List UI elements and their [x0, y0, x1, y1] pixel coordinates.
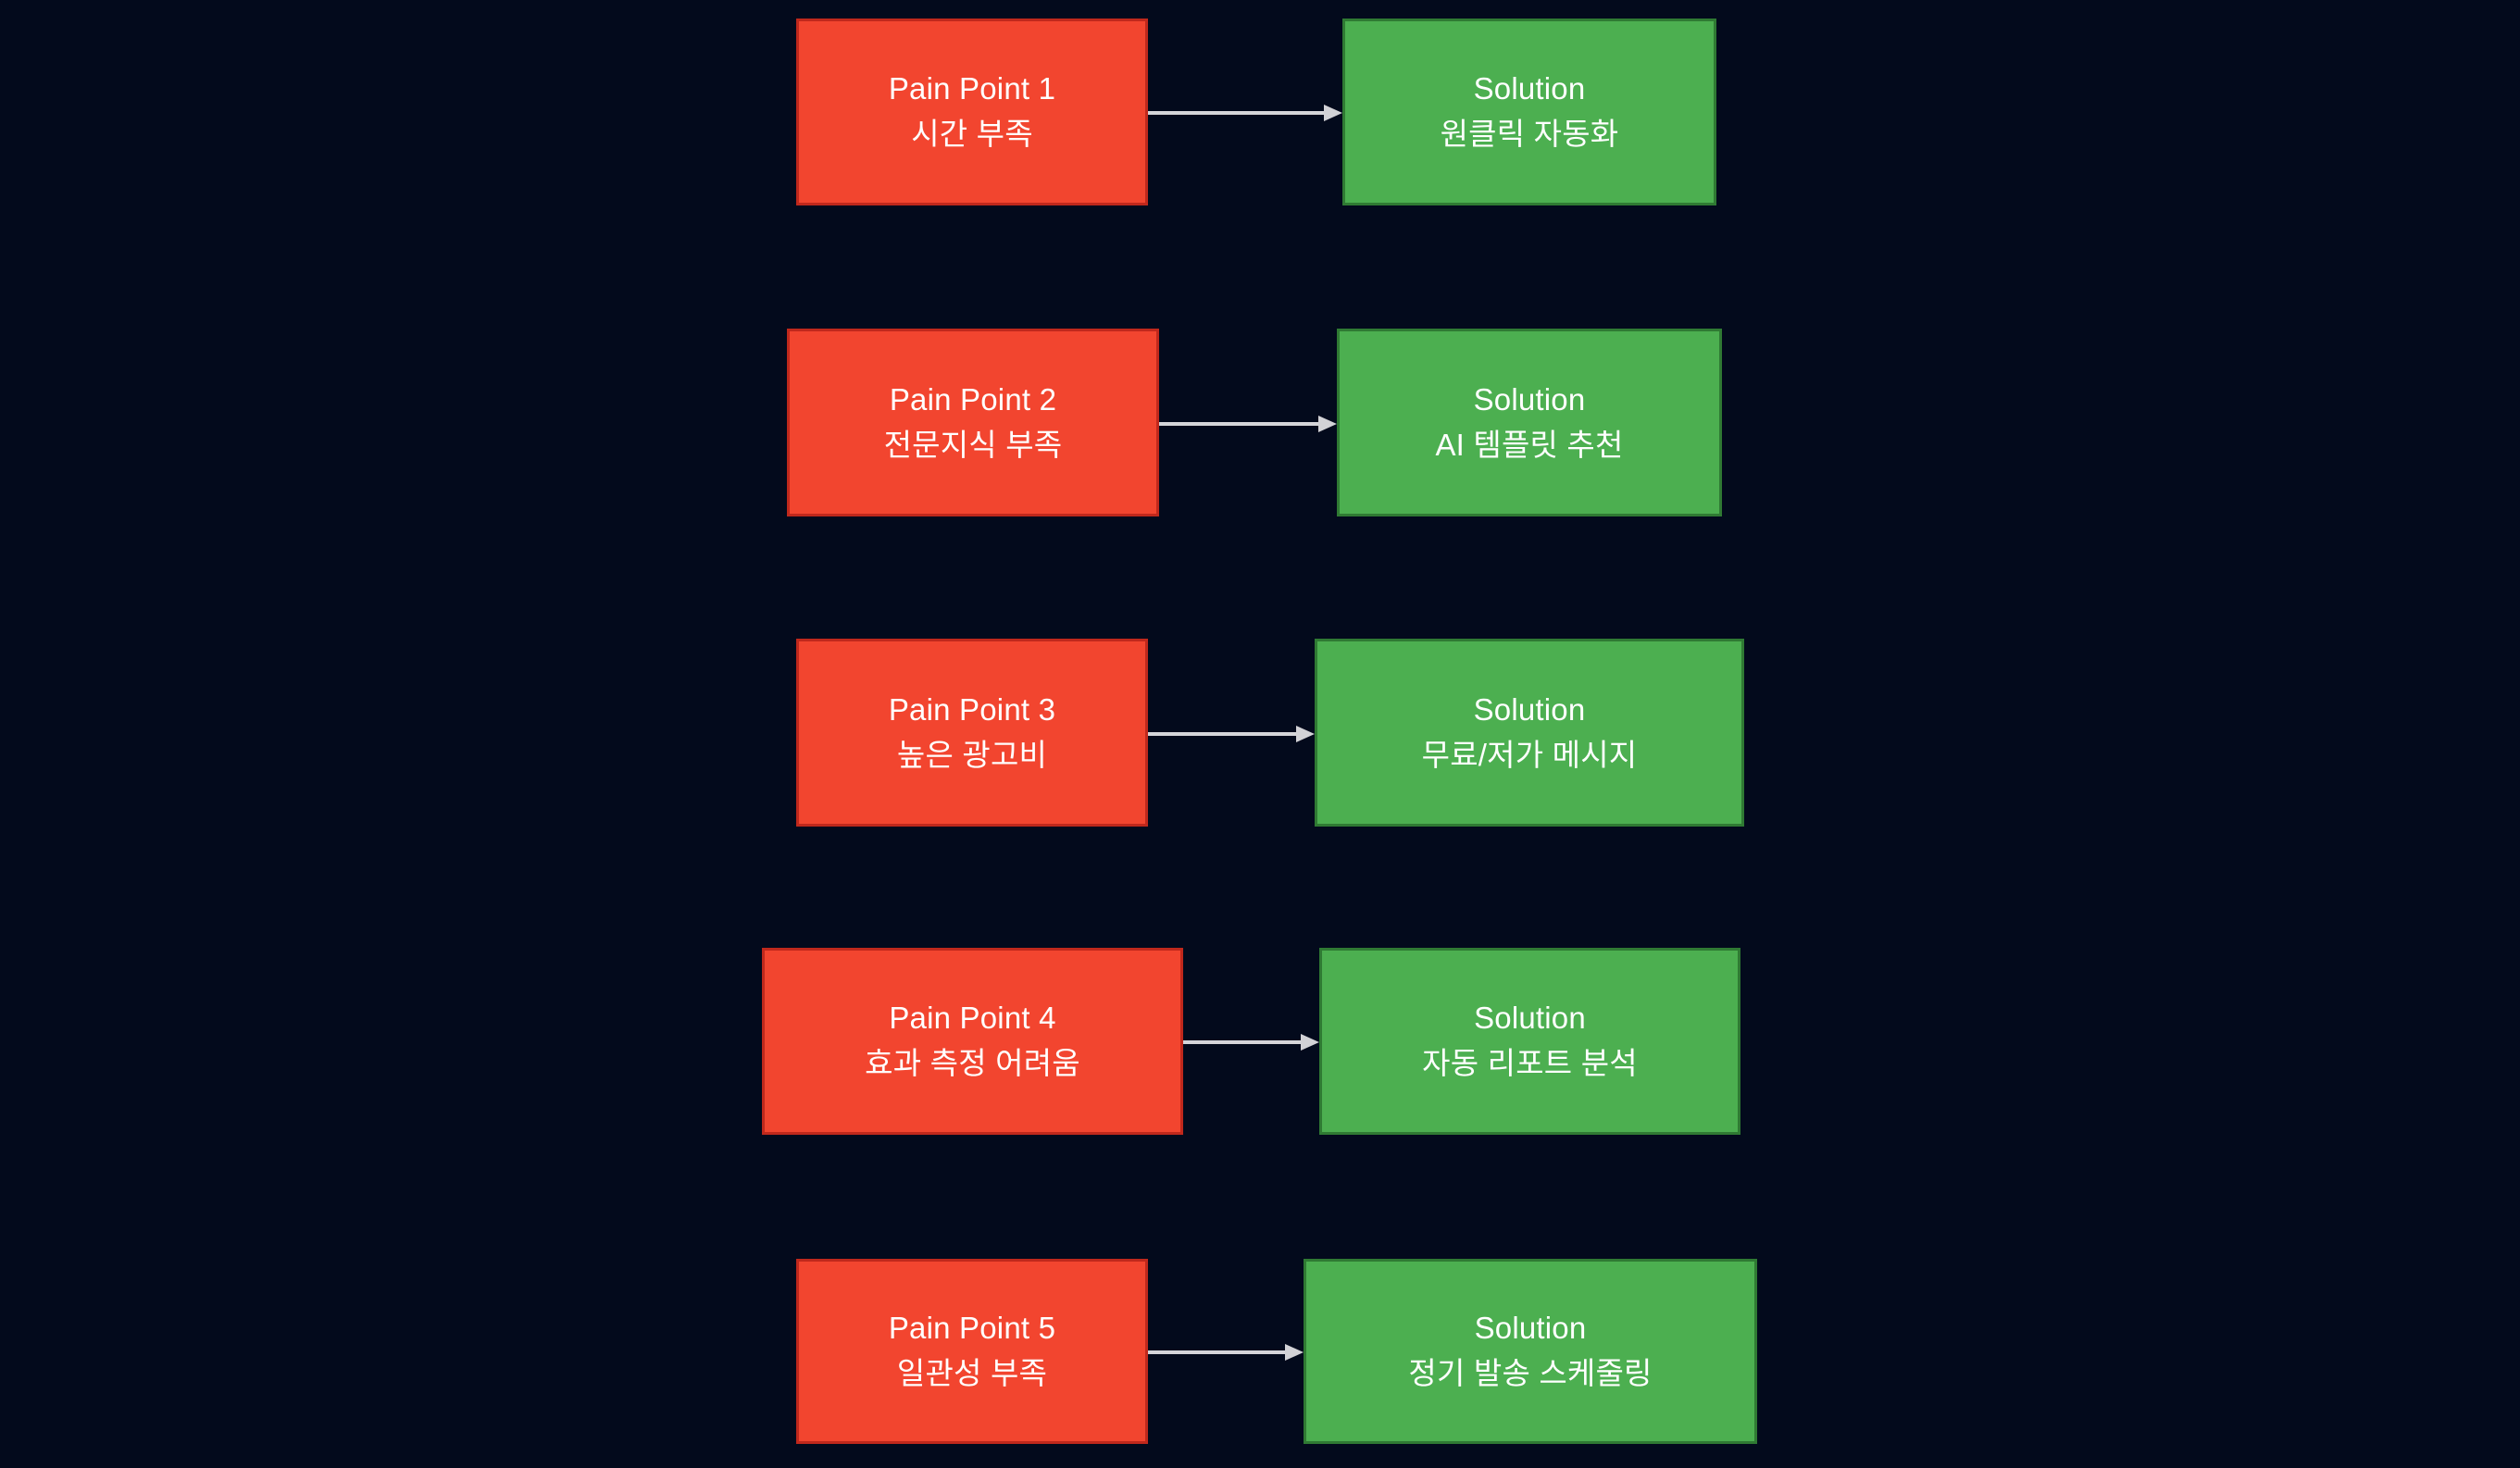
flow-arrow-4 — [1183, 1034, 1319, 1051]
pain-point-node-2[interactable]: Pain Point 2 전문지식 부족 — [787, 329, 1159, 516]
pain-point-title: Pain Point 2 — [889, 381, 1057, 417]
flow-row: Pain Point 5 일관성 부족 Solution 정기 발송 스케줄링 — [0, 1259, 2520, 1444]
pain-point-node-1[interactable]: Pain Point 1 시간 부족 — [796, 19, 1148, 205]
pain-point-title: Pain Point 3 — [888, 691, 1056, 727]
solution-subtitle: 무료/저가 메시지 — [1421, 737, 1638, 772]
pain-point-subtitle: 시간 부족 — [911, 117, 1033, 151]
solution-node-5[interactable]: Solution 정기 발송 스케줄링 — [1304, 1259, 1757, 1444]
flow-row: Pain Point 3 높은 광고비 Solution 무료/저가 메시지 — [0, 639, 2520, 827]
solution-subtitle: 정기 발송 스케줄링 — [1408, 1356, 1653, 1390]
pain-point-subtitle: 높은 광고비 — [896, 737, 1048, 772]
solution-title: Solution — [1473, 71, 1586, 106]
pain-point-node-4[interactable]: Pain Point 4 효과 측정 어려움 — [762, 948, 1183, 1135]
solution-subtitle: AI 템플릿 추천 — [1435, 427, 1624, 462]
pain-point-subtitle: 일관성 부족 — [896, 1356, 1048, 1390]
solution-subtitle: 자동 리포트 분석 — [1422, 1046, 1638, 1080]
flow-row: Pain Point 1 시간 부족 Solution 원클릭 자동화 — [0, 19, 2520, 205]
solution-node-1[interactable]: Solution 원클릭 자동화 — [1342, 19, 1716, 205]
pain-point-node-5[interactable]: Pain Point 5 일관성 부족 — [796, 1259, 1148, 1444]
flow-arrow-1 — [1148, 105, 1342, 121]
pain-point-title: Pain Point 4 — [889, 1001, 1056, 1036]
solution-node-3[interactable]: Solution 무료/저가 메시지 — [1315, 639, 1744, 827]
flow-arrow-2 — [1159, 416, 1337, 432]
flow-row: Pain Point 2 전문지식 부족 Solution AI 템플릿 추천 — [0, 329, 2520, 516]
pain-point-title: Pain Point 1 — [888, 71, 1056, 106]
flow-arrow-5 — [1148, 1344, 1304, 1361]
pain-point-subtitle: 전문지식 부족 — [883, 427, 1063, 462]
solution-subtitle: 원클릭 자동화 — [1440, 117, 1619, 151]
pain-point-subtitle: 효과 측정 어려움 — [865, 1046, 1080, 1080]
solution-node-2[interactable]: Solution AI 템플릿 추천 — [1337, 329, 1722, 516]
solution-node-4[interactable]: Solution 자동 리포트 분석 — [1319, 948, 1740, 1135]
flow-arrow-3 — [1148, 726, 1315, 742]
solution-title: Solution — [1474, 1311, 1587, 1346]
solution-title: Solution — [1474, 1001, 1586, 1036]
solution-title: Solution — [1473, 381, 1586, 417]
pain-point-node-3[interactable]: Pain Point 3 높은 광고비 — [796, 639, 1148, 827]
solution-title: Solution — [1473, 691, 1586, 727]
flow-row: Pain Point 4 효과 측정 어려움 Solution 자동 리포트 분… — [0, 948, 2520, 1135]
pain-point-title: Pain Point 5 — [888, 1311, 1056, 1346]
